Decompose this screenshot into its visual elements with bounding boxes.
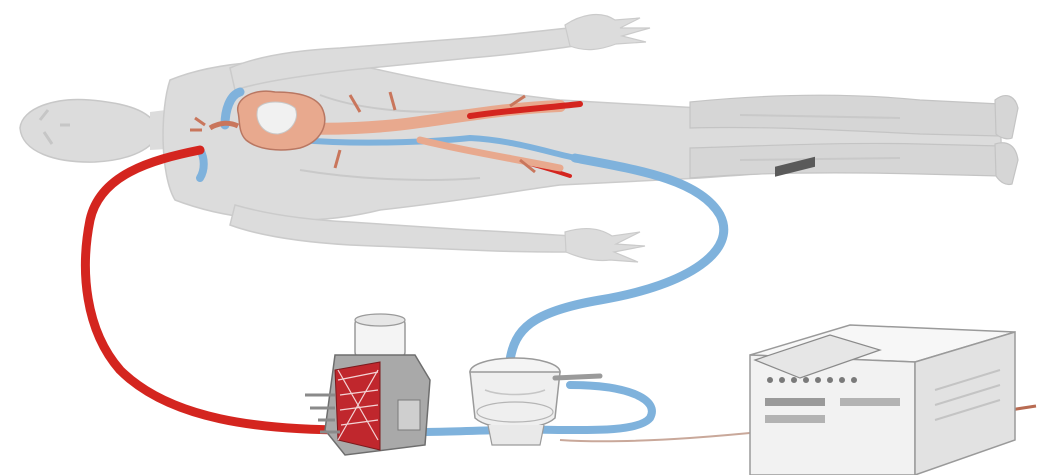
patient-figure [20, 15, 1018, 262]
patient-foot-upper [995, 96, 1018, 139]
patient-lower-leg [690, 143, 1000, 178]
patient-head [20, 100, 158, 163]
machine-slot-2 [765, 415, 825, 423]
machine-slot-1 [765, 398, 825, 406]
patient-lower-hand [565, 229, 645, 262]
patient-upper-hand [565, 15, 650, 50]
heart-lung-machine-icon [750, 157, 1015, 475]
patient-foot-lower [995, 143, 1018, 185]
reservoir-outlet [555, 376, 600, 378]
machine-slot-3 [840, 398, 900, 406]
reservoir-body [470, 372, 560, 429]
